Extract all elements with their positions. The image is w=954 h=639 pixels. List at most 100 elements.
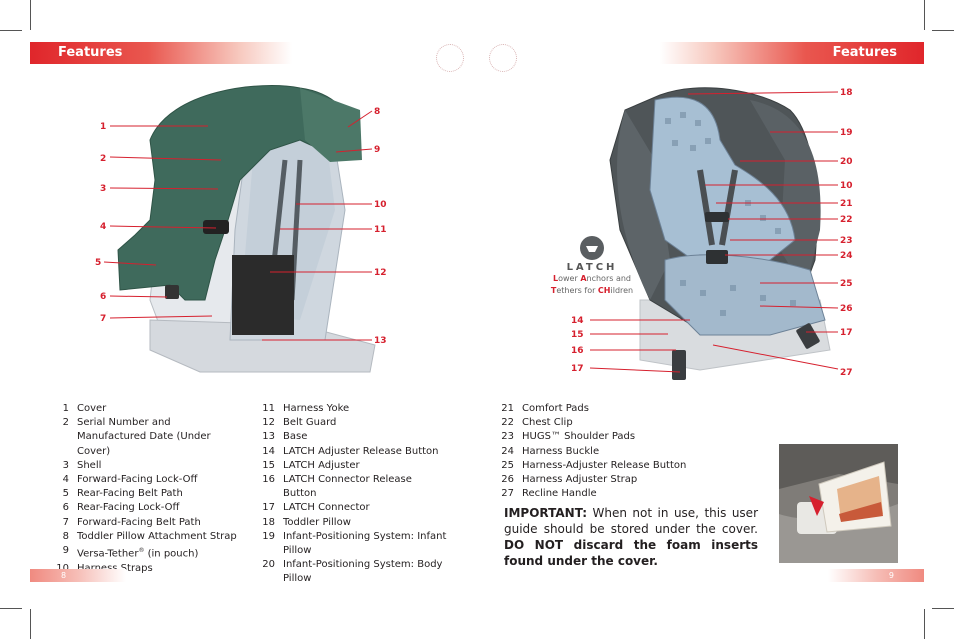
latch-logo-line2: Tethers for CHildren [550, 286, 634, 295]
parts-list-number: 3 [62, 459, 69, 471]
callout-label: 1 [100, 122, 106, 132]
parts-list-number: 23 [501, 431, 514, 443]
parts-list-number: 7 [62, 516, 69, 528]
user-guide-storage-photo [779, 444, 898, 563]
parts-list-text: Harness Straps [77, 562, 153, 574]
parts-list-number: 6 [62, 502, 69, 514]
harness-buckle [706, 250, 728, 264]
lock-off [165, 285, 179, 299]
registration-mark [489, 44, 517, 72]
parts-list-text: Recline Handle [522, 488, 597, 500]
latch-connector [796, 323, 820, 349]
callout-label: 9 [374, 145, 380, 155]
important-body: When not in use, this user guide should … [504, 506, 758, 536]
parts-list-number: 1 [62, 403, 69, 414]
callout-label: 12 [374, 268, 387, 278]
seat-cushion [664, 254, 826, 336]
parts-list-text: Rear-Facing Lock-Off [77, 502, 180, 514]
parts-list-number: 24 [501, 445, 514, 457]
callout-label: 21 [840, 199, 853, 209]
parts-list-item: 22 Chest Clip [497, 416, 707, 430]
latch-logo-word: LATCH [566, 262, 618, 273]
page-number-right: 9 [828, 569, 924, 582]
callout-label: 6 [100, 292, 106, 302]
parts-list-number: 21 [501, 403, 514, 414]
parts-list-number: 12 [262, 417, 275, 429]
parts-list-number: 15 [262, 459, 275, 471]
parts-list-number: 22 [501, 417, 514, 429]
parts-list-text: Harness Buckle [522, 445, 600, 457]
parts-list-number: 2 [62, 417, 69, 429]
crop-mark [924, 609, 925, 639]
parts-list-number: 11 [262, 403, 275, 414]
callout-label: 8 [374, 107, 380, 117]
parts-list-item: 11 Harness Yoke [258, 402, 448, 416]
parts-list-item: 24 Harness Buckle [497, 445, 707, 459]
parts-list-number: 19 [262, 530, 275, 542]
callout-label: 13 [374, 336, 387, 346]
harness-strap [697, 169, 715, 246]
parts-list-text: Harness Adjuster Strap [522, 474, 638, 486]
parts-list-text: Chest Clip [522, 417, 573, 429]
crop-mark [0, 608, 22, 609]
parts-list-item: 3 Shell [52, 459, 242, 473]
registration-mark [436, 44, 464, 72]
callout-label: 18 [840, 88, 853, 98]
parts-list-text: Shell [77, 459, 102, 471]
parts-list-number: 10 [52, 562, 69, 576]
callout-label: 17 [840, 328, 853, 338]
parts-list-number: 20 [262, 559, 275, 571]
parts-list-text: Forward-Facing Lock-Off [77, 474, 198, 486]
callout-label: 17 [571, 364, 584, 374]
parts-list-col3: 21 Comfort Pads 22 Chest Clip 23 HUGS™ Should… [497, 402, 707, 501]
parts-list-item: 27 Recline Handle [497, 487, 707, 501]
latch-icon [586, 246, 598, 252]
parts-list-number: 27 [501, 488, 514, 500]
cover-pouch [300, 88, 362, 162]
seat-wing-right [750, 100, 821, 290]
callout-label: 15 [571, 330, 584, 340]
parts-list-number: 13 [262, 431, 275, 443]
parts-list-text: HUGS™ Shoulder Pads [522, 431, 636, 443]
callout-label: 2 [100, 154, 106, 164]
callout-label: 20 [840, 157, 853, 167]
parts-list-text: LATCH Adjuster Release Button [283, 445, 439, 457]
page-title-left: Features [30, 42, 292, 64]
parts-list-text: Harness Yoke [283, 403, 350, 414]
callout-label: 26 [840, 304, 853, 314]
parts-list-text: Harness-Adjuster Release Button [522, 459, 687, 471]
crop-mark [0, 30, 22, 31]
page-number-left: 8 [30, 569, 126, 582]
callout-label: 19 [840, 128, 853, 138]
important-lead: IMPORTANT: [504, 506, 588, 520]
latch-logo-line1: Lower Anchors and [553, 274, 631, 283]
parts-list-text: Base [283, 431, 308, 443]
parts-list-number: 25 [501, 459, 514, 471]
parts-list-number: 17 [262, 502, 275, 514]
chest-clip [705, 212, 729, 222]
latch-logo: LATCH Lower Anchors and Tethers for CHil… [540, 238, 644, 297]
page-title-right: Features [660, 42, 924, 64]
parts-list-text: Comfort Pads [522, 403, 589, 414]
parts-list-number: 9 [62, 545, 69, 557]
seat-panel [232, 255, 294, 335]
parts-list-number: 8 [62, 530, 69, 542]
lock-off [203, 220, 229, 234]
parts-list-text: Toddler Pillow [283, 516, 351, 528]
crop-mark [932, 608, 954, 609]
parts-list-text: Forward-Facing Belt Path [77, 516, 201, 528]
parts-list-item: 25 Harness-Adjuster Release Button [497, 459, 707, 473]
car-seat-figure-right: 18 19 20 10 21 22 23 24 25 26 17 27 14 1… [571, 87, 853, 380]
callout-label: 10 [374, 200, 387, 210]
parts-list-text: LATCH Connector Release Button [283, 474, 412, 500]
parts-list-number: 14 [262, 445, 275, 457]
